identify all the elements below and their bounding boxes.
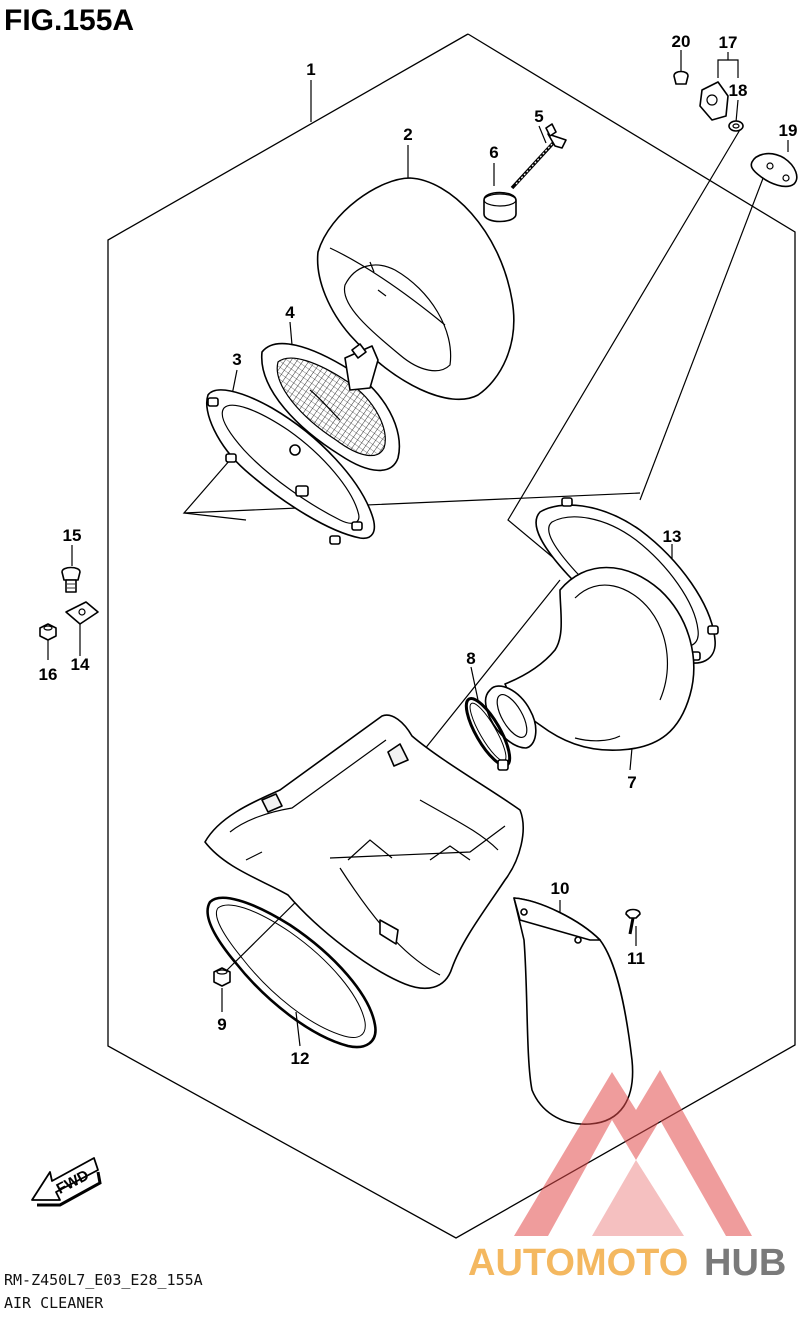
callout-18: 18: [729, 81, 748, 100]
callout-15: 15: [63, 526, 82, 545]
callout-6: 6: [489, 143, 498, 162]
callout-8: 8: [466, 649, 475, 668]
clip-nut-14: [65, 601, 99, 625]
figure-title: FIG.155A: [4, 4, 134, 37]
filter-cage: [261, 342, 401, 472]
callout-labels: 1 2 3 4 5 6 7 8 9 10 11 12 13 14 15 16 1…: [39, 32, 798, 1068]
cage-plate: [206, 389, 376, 545]
callout-11: 11: [627, 949, 645, 968]
callout-7: 7: [627, 773, 636, 792]
breather-unit-17: [699, 81, 729, 121]
gasket-19: [750, 152, 798, 188]
bolt-15: [61, 566, 81, 593]
screw-11: [625, 908, 641, 935]
air-box-case: [204, 714, 524, 990]
clamp-band: [464, 697, 512, 771]
callout-5: 5: [534, 107, 543, 126]
callout-3: 3: [232, 350, 241, 369]
callout-17: 17: [719, 33, 738, 52]
callout-20: 20: [672, 32, 691, 51]
callout-14: 14: [71, 655, 90, 674]
nut-16: [39, 623, 57, 641]
callout-2: 2: [403, 125, 412, 144]
air-box-seal: [206, 896, 377, 1049]
callout-4: 4: [285, 303, 295, 322]
model-code: RM-Z450L7_E03_E28_155A: [4, 1271, 203, 1289]
callout-12: 12: [291, 1049, 310, 1068]
assembly-frame: [107, 33, 796, 1239]
callout-1: 1: [306, 60, 315, 79]
callout-9: 9: [217, 1015, 226, 1034]
air-filter-element: [316, 177, 515, 400]
plug-20: [673, 70, 689, 85]
nut: [213, 967, 231, 987]
arrow-fwd-icon: FWD: [31, 1157, 102, 1207]
figure-caption: AIR CLEANER: [4, 1294, 104, 1312]
watermark-text-part-1: AUTOMOTO: [468, 1242, 688, 1284]
watermark-text-part-2: HUB: [704, 1242, 786, 1284]
callout-13: 13: [663, 527, 682, 546]
automotohub-watermark-logo: AUTOMOTO HUB: [468, 1070, 786, 1284]
o-ring-18: [728, 120, 744, 132]
wing-bolt: [510, 123, 567, 190]
filter-holder-ring: [483, 191, 517, 223]
callout-19: 19: [779, 121, 798, 140]
callout-10: 10: [551, 879, 570, 898]
intake-boot: [484, 566, 695, 751]
callout-16: 16: [39, 665, 58, 684]
